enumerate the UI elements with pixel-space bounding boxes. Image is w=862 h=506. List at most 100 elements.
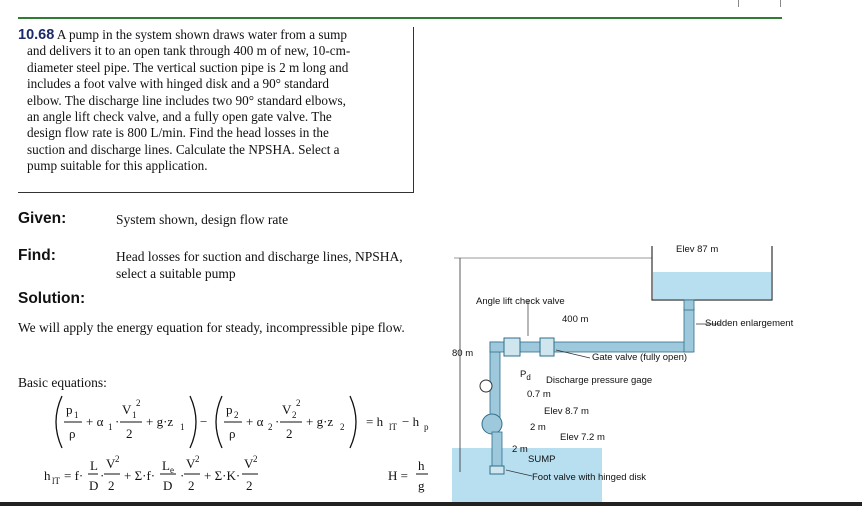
svg-text:lT: lT bbox=[389, 422, 398, 432]
pipe-length-label: 400 m bbox=[562, 314, 589, 325]
gage-height-label: 0.7 m bbox=[527, 389, 551, 400]
svg-text:V: V bbox=[186, 456, 196, 471]
svg-text:D: D bbox=[89, 478, 98, 493]
svg-text:p: p bbox=[424, 422, 429, 432]
foot-valve-label: Foot valve with hinged disk bbox=[532, 472, 647, 483]
pressure-gage bbox=[479, 379, 493, 393]
svg-text:1: 1 bbox=[74, 410, 79, 420]
svg-text:1: 1 bbox=[180, 422, 185, 432]
tank-water bbox=[653, 272, 771, 299]
svg-text:2: 2 bbox=[188, 478, 195, 493]
solution-text: We will apply the energy equation for st… bbox=[18, 320, 405, 335]
angle-lift-check-valve bbox=[503, 337, 521, 357]
svg-text:2: 2 bbox=[115, 454, 120, 464]
suction-pipe bbox=[491, 431, 503, 469]
problem-line: pump suitable for this application. bbox=[27, 158, 208, 174]
pump-system-diagram bbox=[452, 246, 773, 502]
discharge-riser bbox=[489, 341, 501, 421]
svg-text:V: V bbox=[106, 456, 116, 471]
svg-text:·: · bbox=[180, 468, 184, 483]
svg-text:− h: − h bbox=[402, 414, 420, 429]
svg-text:H =: H = bbox=[388, 468, 408, 483]
svg-text:2: 2 bbox=[268, 422, 273, 432]
sump-label: SUMP bbox=[528, 454, 556, 465]
crop-mark bbox=[738, 0, 739, 7]
svg-text:lT: lT bbox=[52, 476, 61, 486]
elev-sump-label: Elev 7.2 m bbox=[560, 432, 605, 443]
svg-text:2: 2 bbox=[136, 398, 141, 408]
svg-text:V: V bbox=[244, 456, 254, 471]
svg-text:2: 2 bbox=[292, 410, 297, 420]
svg-text:g: g bbox=[418, 478, 425, 493]
find-text-line1: Head losses for suction and discharge li… bbox=[116, 249, 403, 264]
svg-text:+ α: + α bbox=[86, 414, 104, 429]
problem-number: 10.68 bbox=[18, 27, 55, 43]
svg-text:·: · bbox=[115, 414, 119, 429]
svg-text:2: 2 bbox=[195, 454, 200, 464]
crop-mark bbox=[780, 0, 781, 7]
given-label: Given: bbox=[18, 210, 67, 227]
elev-tank-label: Elev 87 m bbox=[676, 244, 719, 255]
problem-statement: 10.68 A pump in the system shown draws w… bbox=[18, 27, 414, 193]
elev-pump-label: Elev 8.7 m bbox=[544, 406, 589, 417]
svg-text:2: 2 bbox=[234, 410, 239, 420]
svg-text:= h: = h bbox=[366, 414, 384, 429]
svg-text:ρ: ρ bbox=[69, 426, 76, 441]
two-m-suction-label: 2 m bbox=[512, 444, 528, 455]
svg-text:+ Σ·f·: + Σ·f· bbox=[124, 468, 155, 483]
svg-text:p: p bbox=[66, 402, 73, 417]
problem-line: suction and discharge lines. Calculate t… bbox=[27, 141, 340, 157]
pump bbox=[481, 413, 503, 435]
svg-text:·: · bbox=[275, 414, 279, 429]
svg-text:+ g·z: + g·z bbox=[306, 414, 333, 429]
svg-text:−: − bbox=[200, 414, 207, 429]
sudden-enlargement-label: Sudden enlargement bbox=[705, 318, 794, 329]
problem-line: includes a foot valve with hinged disk a… bbox=[27, 76, 329, 92]
problem-line: elbow. The discharge line includes two 9… bbox=[27, 92, 346, 108]
problem-line: 10.68 A pump in the system shown draws w… bbox=[18, 27, 347, 43]
svg-text:h: h bbox=[418, 458, 425, 473]
svg-text:2: 2 bbox=[126, 426, 133, 441]
find-text-line2: select a suitable pump bbox=[116, 266, 236, 281]
pd-label: Pd bbox=[520, 369, 531, 382]
svg-text:2: 2 bbox=[340, 422, 345, 432]
gate-valve bbox=[539, 337, 555, 357]
svg-text:2: 2 bbox=[296, 398, 301, 408]
svg-text:·: · bbox=[100, 468, 104, 483]
foot-valve bbox=[489, 465, 505, 475]
svg-text:1: 1 bbox=[132, 410, 137, 420]
problem-line: design flow rate is 800 L/min. Find the … bbox=[27, 125, 329, 141]
discharge-gage-label: Discharge pressure gage bbox=[546, 375, 653, 386]
svg-text:ρ: ρ bbox=[229, 426, 236, 441]
svg-text:+ Σ·K·: + Σ·K· bbox=[204, 468, 240, 483]
find-label: Find: bbox=[18, 247, 56, 264]
svg-text:2: 2 bbox=[246, 478, 253, 493]
tank-outline bbox=[651, 246, 773, 301]
problem-line: an angle lift check valve, and a fully o… bbox=[27, 109, 332, 125]
basic-equations-label: Basic equations: bbox=[18, 375, 107, 390]
problem-line: diameter steel pipe. The vertical suctio… bbox=[27, 59, 349, 75]
angle-valve-label: Angle lift check valve bbox=[476, 296, 565, 307]
svg-text:L: L bbox=[90, 458, 98, 473]
svg-text:h: h bbox=[44, 468, 51, 483]
svg-text:L: L bbox=[162, 458, 170, 473]
svg-text:1: 1 bbox=[108, 422, 113, 432]
svg-text:e: e bbox=[170, 465, 174, 475]
svg-text:2: 2 bbox=[286, 426, 293, 441]
svg-text:D: D bbox=[163, 478, 172, 493]
gate-valve-label: Gate valve (fully open) bbox=[592, 352, 688, 363]
height-label: 80 m bbox=[452, 348, 474, 359]
svg-text:= f·: = f· bbox=[64, 468, 83, 483]
solution-label: Solution: bbox=[18, 290, 86, 307]
svg-text:2: 2 bbox=[108, 478, 115, 493]
tank-inlet-pipe bbox=[683, 307, 695, 353]
given-text: System shown, design flow rate bbox=[116, 212, 289, 227]
svg-text:p: p bbox=[226, 402, 233, 417]
problem-line: and delivers it to an open tank through … bbox=[27, 43, 351, 59]
svg-text:+ α: + α bbox=[246, 414, 264, 429]
svg-text:V: V bbox=[282, 402, 292, 417]
svg-text:V: V bbox=[122, 402, 132, 417]
svg-text:+ g·z: + g·z bbox=[146, 414, 173, 429]
header-rule bbox=[18, 17, 782, 19]
